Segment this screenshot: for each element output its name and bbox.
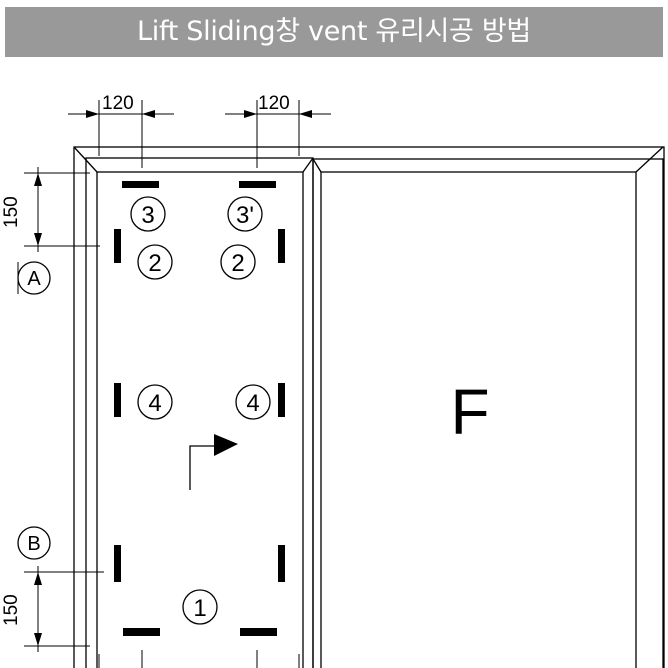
fixed-panel-label: F <box>450 376 489 448</box>
step-circle <box>227 196 263 232</box>
step-label-1: 1 <box>193 595 206 622</box>
step-circle <box>137 384 173 420</box>
step-circle <box>235 384 271 420</box>
dim-label-left-top: 150 <box>1 196 22 228</box>
dim-arrow <box>86 110 99 118</box>
outer-frame <box>73 146 665 668</box>
dim-arrow <box>34 633 42 646</box>
title-banner: Lift Sliding창 vent 유리시공 방법 <box>5 7 663 57</box>
dim-arrow <box>34 173 42 186</box>
section-circle-b <box>17 526 51 560</box>
step-label-3: 3 <box>141 202 154 229</box>
dim-arrow <box>34 233 42 246</box>
setting-block-middle-left <box>114 383 121 417</box>
fixed-corner-tr <box>635 146 664 173</box>
vent-corner-tl <box>73 146 98 173</box>
setting-block-middle-right <box>278 383 285 417</box>
opening-direction-arrow <box>189 434 238 490</box>
setting-block-lower-right <box>278 545 285 582</box>
fixed-panel-glass <box>320 171 637 668</box>
title-text: Lift Sliding창 vent 유리시공 방법 <box>137 16 531 47</box>
setting-block-upper-right <box>278 229 285 263</box>
step-circle <box>220 244 256 280</box>
dim-arrow <box>34 572 42 585</box>
setting-block-lower-left <box>114 545 121 582</box>
section-label-b: B <box>27 533 40 555</box>
step-label-3-prime: 3' <box>236 202 254 229</box>
dim-label-top-right: 120 <box>258 93 290 114</box>
vent-glass <box>96 171 304 668</box>
step-circle <box>182 589 218 625</box>
section-label-a: A <box>27 268 41 290</box>
vent-frame <box>85 157 314 668</box>
dim-label-left-bottom: 150 <box>1 594 22 626</box>
setting-block-bottom-right <box>240 628 277 636</box>
step-circle <box>130 196 166 232</box>
step-label-2-right: 2 <box>231 250 244 277</box>
step-label-4-right: 4 <box>246 390 259 417</box>
fixed-corner-tl <box>312 158 322 173</box>
dim-arrow <box>244 110 257 118</box>
setting-block-upper-left <box>114 229 121 263</box>
setting-block-top-left <box>122 181 159 188</box>
dim-arrow <box>299 110 312 118</box>
step-label-4-left: 4 <box>148 390 161 417</box>
setting-block-bottom-left <box>123 628 160 636</box>
dim-label-top-left: 120 <box>102 93 134 114</box>
setting-block-top-right <box>239 181 276 188</box>
step-circle <box>137 244 173 280</box>
vent-corner-tr <box>302 157 314 173</box>
step-label-2-left: 2 <box>148 250 161 277</box>
dim-arrow <box>142 110 155 118</box>
